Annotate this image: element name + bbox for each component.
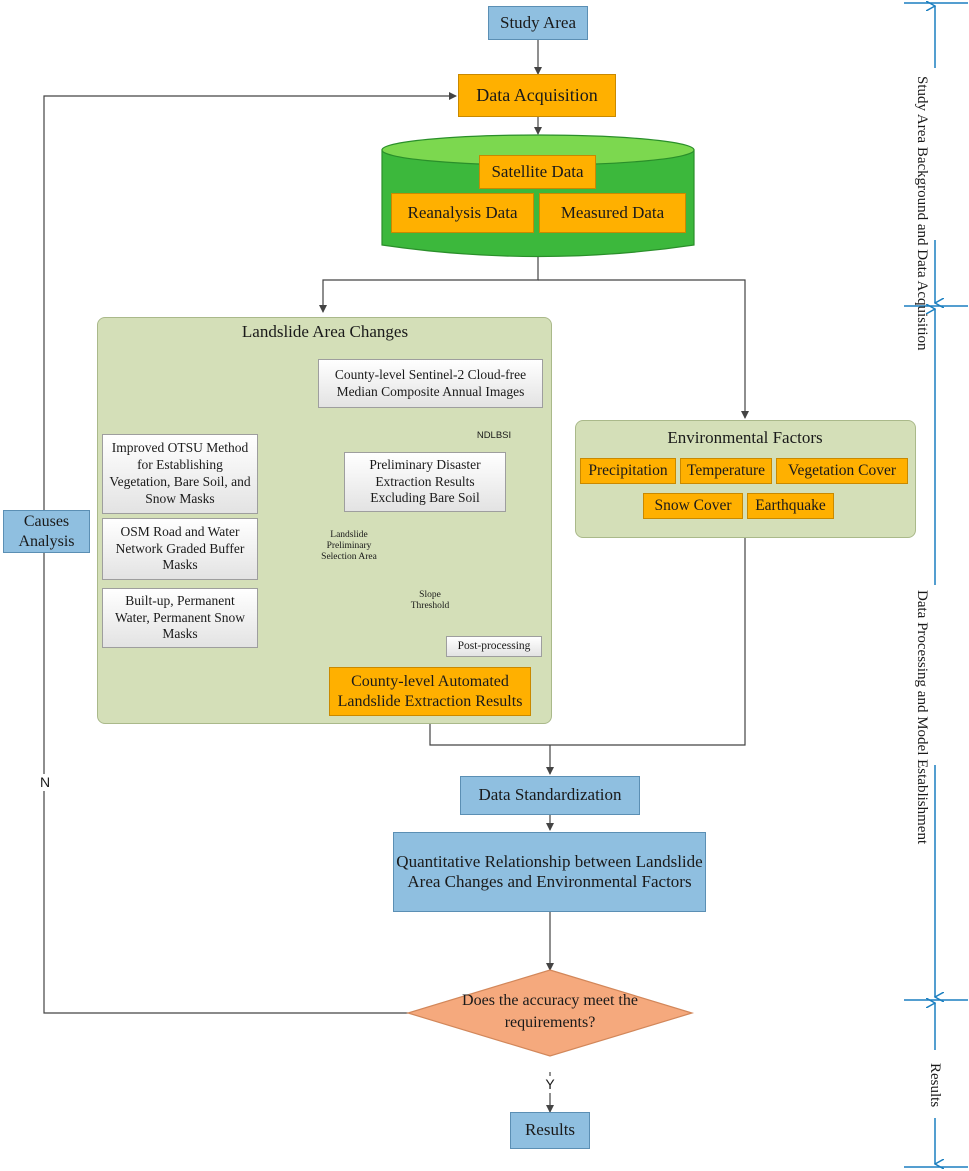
yes-label: Y xyxy=(540,1076,560,1093)
study-area-box: Study Area xyxy=(488,6,588,40)
otsu-masks-box: Improved OTSU Method for Establishing Ve… xyxy=(102,434,258,514)
preliminary-results-box: Preliminary Disaster Extraction Results … xyxy=(344,452,506,512)
vegetation-cover-box: Vegetation Cover xyxy=(776,458,908,484)
arrow-data-to-landslide xyxy=(319,257,539,313)
earthquake-box: Earthquake xyxy=(747,493,834,519)
snow-cover-box: Snow Cover xyxy=(643,493,743,519)
no-label: N xyxy=(36,774,54,791)
results-box: Results xyxy=(510,1112,590,1149)
reanalysis-data-box: Reanalysis Data xyxy=(391,193,534,233)
stage-label-1: Study Area Background and Data Acquisiti… xyxy=(913,76,930,351)
stage-label-2: Data Processing and Model Establishment xyxy=(913,590,930,845)
data-standardization-box: Data Standardization xyxy=(460,776,640,815)
measured-data-box: Measured Data xyxy=(539,193,686,233)
causes-analysis-box: Causes Analysis xyxy=(3,510,90,553)
stage-label-3: Results xyxy=(926,1063,943,1108)
ndlbsi-label: NDLBSI xyxy=(476,430,512,441)
landslide-panel-title: Landslide Area Changes xyxy=(241,322,409,341)
satellite-data-box: Satellite Data xyxy=(479,155,596,189)
slope-diamond-label: Slope Threshold xyxy=(410,590,450,612)
osm-masks-box: OSM Road and Water Network Graded Buffer… xyxy=(102,518,258,580)
data-acquisition-box: Data Acquisition xyxy=(458,74,616,117)
builtup-masks-box: Built-up, Permanent Water, Permanent Sno… xyxy=(102,588,258,648)
sentinel-images-box: County-level Sentinel-2 Cloud-free Media… xyxy=(318,359,543,408)
temperature-box: Temperature xyxy=(680,458,772,484)
arrow-data-to-environment xyxy=(538,279,749,419)
post-processing-box: Post-processing xyxy=(446,636,542,657)
selection-diamond-label: Landslide Preliminary Selection Area xyxy=(321,530,377,562)
decision-label: Does the accuracy meet the requirements? xyxy=(462,992,638,1031)
quantitative-relationship-box: Quantitative Relationship between Landsl… xyxy=(393,832,706,912)
extraction-results-box: County-level Automated Landslide Extract… xyxy=(329,667,531,716)
environment-panel-title: Environmental Factors xyxy=(667,428,823,447)
precipitation-box: Precipitation xyxy=(580,458,676,484)
